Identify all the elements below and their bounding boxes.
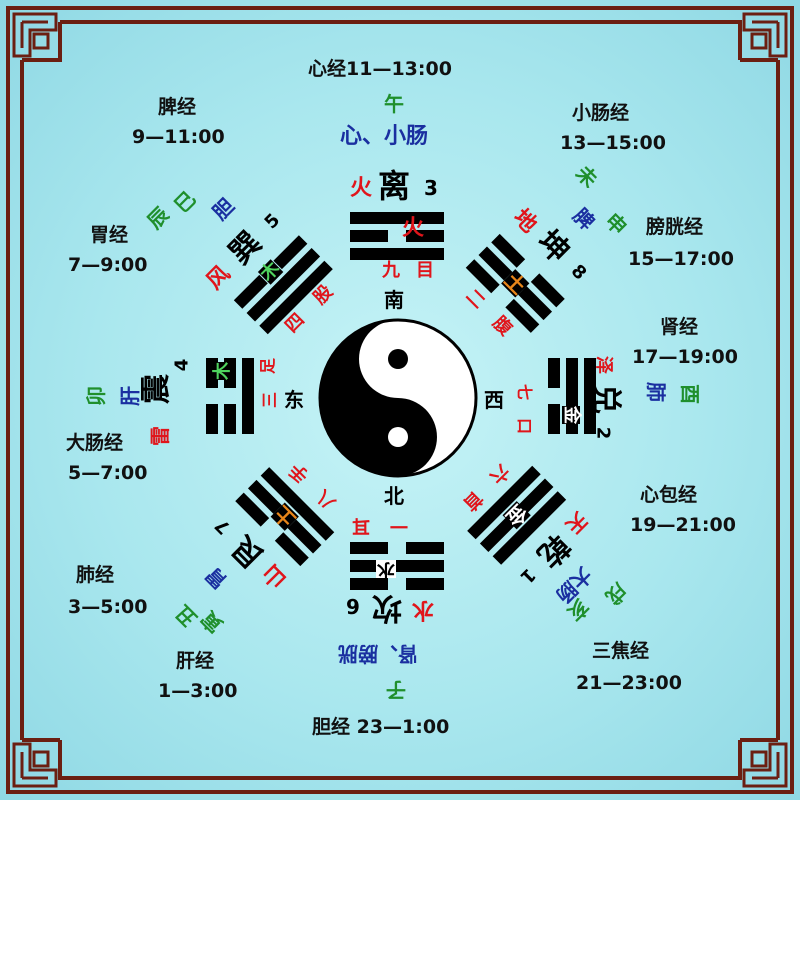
trigram-xun	[233, 235, 333, 335]
meridian-bladder-time: 15—17:00	[628, 248, 734, 270]
trigram-li	[350, 212, 444, 260]
meridian-small-intestine-name: 小肠经	[572, 102, 630, 124]
decorative-frame	[6, 6, 794, 794]
meridian-small-intestine-time: 13—15:00	[560, 132, 666, 154]
trigram-kan	[350, 542, 444, 590]
meridian-bladder-name: 膀胱经	[646, 216, 704, 238]
meridian-lung-time: 3—5:00	[68, 596, 148, 618]
meridian-stomach-name: 胃经	[90, 224, 129, 246]
meridian-triple-burner-name: 三焦经	[592, 640, 650, 662]
meridian-triple-burner-time: 21—23:00	[576, 672, 682, 694]
meridian-large-intestine-time: 5—7:00	[68, 462, 148, 484]
direction-south: 南	[384, 288, 404, 312]
south-trigram-name: 离	[378, 167, 411, 205]
northeast-branch: 寅	[196, 606, 228, 638]
bagua-diagram: 心经11—13:00 胆经 23—1:00 脾经 9—11:00 胃经 7—9:…	[0, 0, 800, 800]
northeast-body-part: 手	[285, 458, 314, 487]
direction-west: 西	[484, 388, 504, 412]
meridian-gallbladder: 胆经 23—1:00	[312, 716, 450, 738]
meridian-liver-time: 1—3:00	[158, 680, 238, 702]
meridian-liver-name: 肝经	[176, 650, 215, 672]
meridian-pericardium-time: 19—21:00	[630, 514, 736, 536]
meridian-lung-name: 肺经	[76, 564, 115, 586]
meridian-spleen-name: 脾经	[158, 96, 197, 118]
meridian-stomach-time: 7—9:00	[68, 254, 148, 276]
trigram-zhen	[206, 358, 254, 434]
meridian-spleen-time: 9—11:00	[132, 126, 225, 148]
corner-ornament-br	[742, 742, 788, 788]
trigram-kun	[465, 233, 565, 333]
northeast-organ: 胃	[200, 562, 232, 594]
trigram-gen	[235, 467, 335, 567]
corner-ornament-bl	[12, 742, 58, 788]
northeast-body-num: 八	[312, 485, 340, 514]
south-body-part: 目	[416, 260, 434, 281]
south-branch: 午	[384, 92, 404, 116]
corner-ornament-tl	[12, 12, 58, 58]
meridian-pericardium-name: 心包经	[640, 484, 698, 506]
northeast-inner-element: 土	[269, 501, 301, 533]
south-element: 火	[350, 176, 373, 201]
south-inner-element: 火	[402, 216, 425, 241]
direction-north: 北	[384, 484, 404, 508]
meridian-kidney-name: 肾经	[660, 316, 699, 338]
south-organs: 心、小肠	[340, 124, 429, 149]
corner-ornament-tr	[742, 12, 788, 58]
meridian-heart: 心经11—13:00	[308, 58, 452, 80]
south-number: 3	[424, 176, 438, 200]
south-body-num: 九	[382, 260, 400, 281]
northeast-number: 7	[211, 514, 235, 539]
direction-east: 东	[284, 388, 304, 412]
trigram-layer	[206, 212, 596, 590]
meridian-large-intestine-name: 大肠经	[66, 432, 124, 454]
meridian-kidney-time: 17—19:00	[632, 346, 738, 368]
northeast-trigram-name: 艮	[225, 528, 272, 575]
northeast-element: 山	[258, 559, 292, 593]
yin-yang-symbol	[318, 318, 478, 478]
